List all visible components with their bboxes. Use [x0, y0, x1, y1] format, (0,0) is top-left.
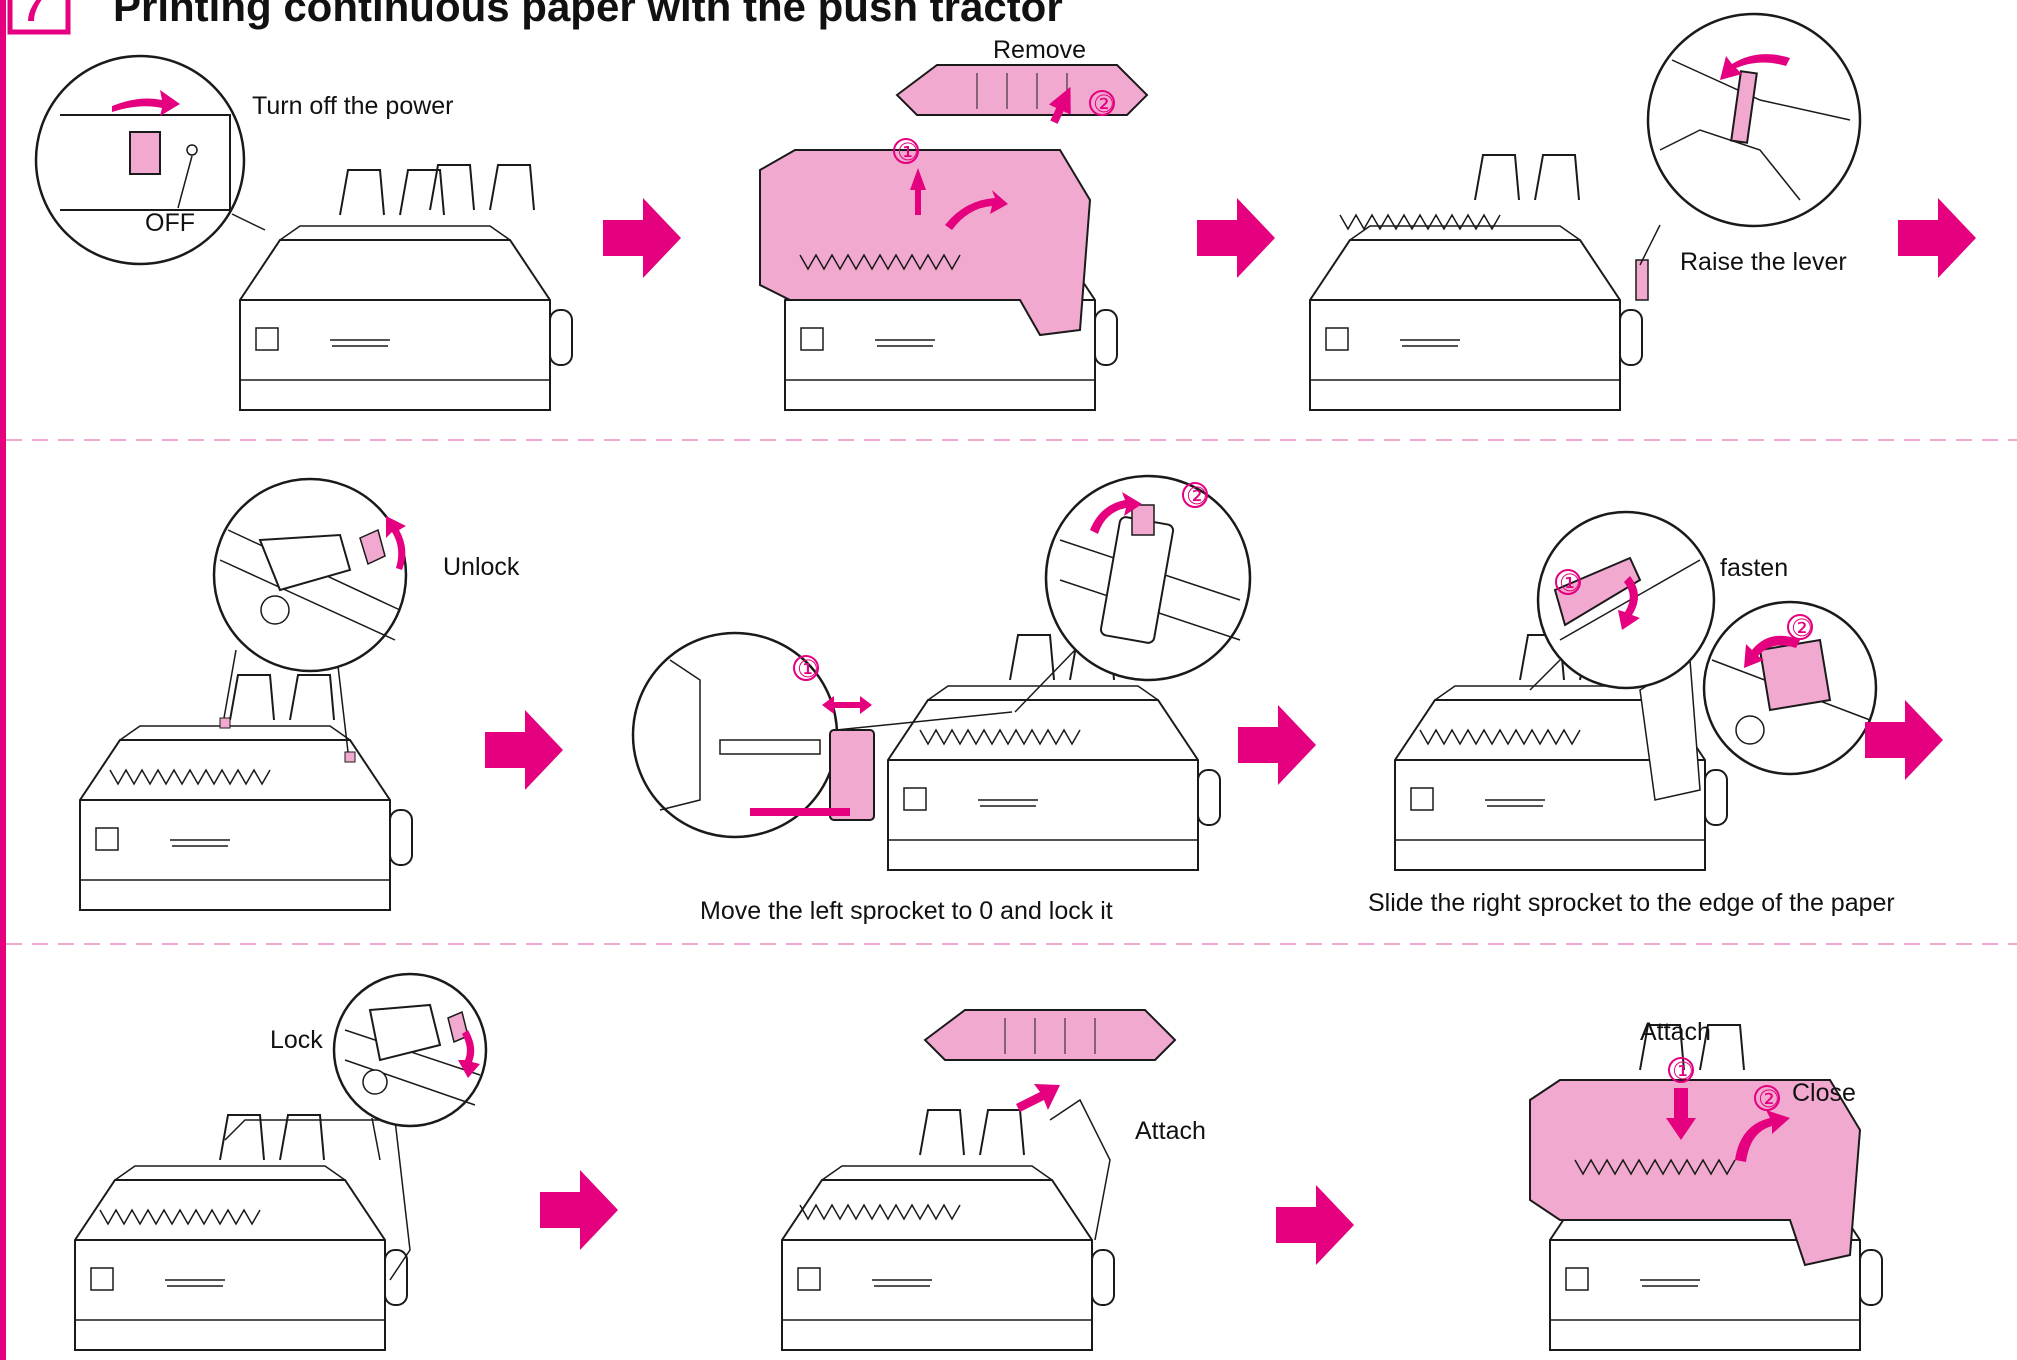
- marker-2-move: ②: [1186, 482, 1208, 510]
- label-unlock: Unlock: [443, 553, 520, 581]
- caption-slide-right-sprocket: Slide the right sprocket to the edge of …: [1368, 889, 1895, 917]
- lever-callout: [1646, 12, 1862, 228]
- label-attach-guide: Attach: [1135, 1117, 1206, 1145]
- next-arrow-4: [485, 710, 563, 790]
- panel-unlock: [79, 477, 413, 911]
- next-arrow-8: [1276, 1185, 1354, 1265]
- panel-move-left-sprocket: [631, 474, 1252, 871]
- label-attach-cover: Attach: [1640, 1018, 1711, 1046]
- marker-1-fasten: ①: [1559, 569, 1581, 597]
- panel-raise-lever: [1309, 12, 1862, 411]
- attach-arrow-icon: [1016, 1084, 1060, 1112]
- panel-slide-right-sprocket: [1394, 510, 1878, 871]
- label-remove: Remove: [993, 36, 1087, 64]
- panel-attach-guide: [781, 1009, 1176, 1351]
- power-switch: [129, 131, 161, 175]
- marker-2-remove: ②: [1093, 90, 1115, 118]
- pink-cover: [759, 149, 1092, 337]
- close-arrow-icon: [945, 190, 1008, 230]
- panel-remove-guide: [759, 64, 1148, 411]
- lock-arrow-icon: [1090, 492, 1142, 534]
- label-fasten: fasten: [1720, 554, 1789, 582]
- label-close: Close: [1792, 1079, 1856, 1107]
- marker-1-move: ①: [797, 655, 819, 683]
- panel-lock: [74, 972, 488, 1351]
- next-arrow-3: [1898, 198, 1976, 278]
- next-arrow-1: [603, 198, 681, 278]
- next-arrow-6: [1865, 700, 1943, 780]
- lock-down-arrow-icon: [458, 1030, 480, 1078]
- marker-1-remove: ①: [897, 138, 919, 166]
- label-off: OFF: [145, 209, 195, 237]
- left-sprocket: [829, 729, 875, 821]
- lever-arrow-icon: [1720, 54, 1790, 80]
- left-accent-bar: [0, 0, 6, 1360]
- release-lever: [1635, 259, 1649, 301]
- next-arrow-5: [1238, 705, 1316, 785]
- marker-2-attach: ②: [1758, 1085, 1780, 1113]
- label-raise-lever: Raise the lever: [1680, 248, 1847, 276]
- step-number-box: [7, 0, 71, 35]
- close-lid-arrow-icon: [1735, 1110, 1790, 1162]
- page-title: Printing continuous paper with the push …: [113, 0, 1063, 30]
- next-arrow-2: [1197, 198, 1275, 278]
- switch-arrow-icon: [112, 90, 180, 116]
- label-lock: Lock: [270, 1026, 323, 1054]
- remove-arrow-icon: [1049, 86, 1071, 124]
- next-arrow-7: [540, 1170, 618, 1250]
- lift-arrow-icon: [910, 168, 926, 215]
- slide-arrow-icon: [822, 696, 872, 714]
- marker-2-fasten: ②: [1791, 614, 1813, 642]
- right-sprocket-cover: [1553, 556, 1642, 627]
- step-number: 7: [22, 0, 46, 30]
- panel-attach-cover: [1529, 1024, 1883, 1351]
- rotate-arrow-icon: [1744, 635, 1800, 668]
- caption-move-left-sprocket: Move the left sprocket to 0 and lock it: [700, 897, 1113, 925]
- fasten-callout-1: [1536, 510, 1716, 690]
- marker-1-attach: ①: [1672, 1057, 1694, 1085]
- attach-down-arrow-icon: [1666, 1088, 1696, 1140]
- fasten-arrow-icon: [1618, 576, 1640, 630]
- label-turn-off-power: Turn off the power: [252, 92, 454, 120]
- unlock-arrow-icon: [386, 516, 406, 570]
- paper-guide: [924, 1009, 1176, 1061]
